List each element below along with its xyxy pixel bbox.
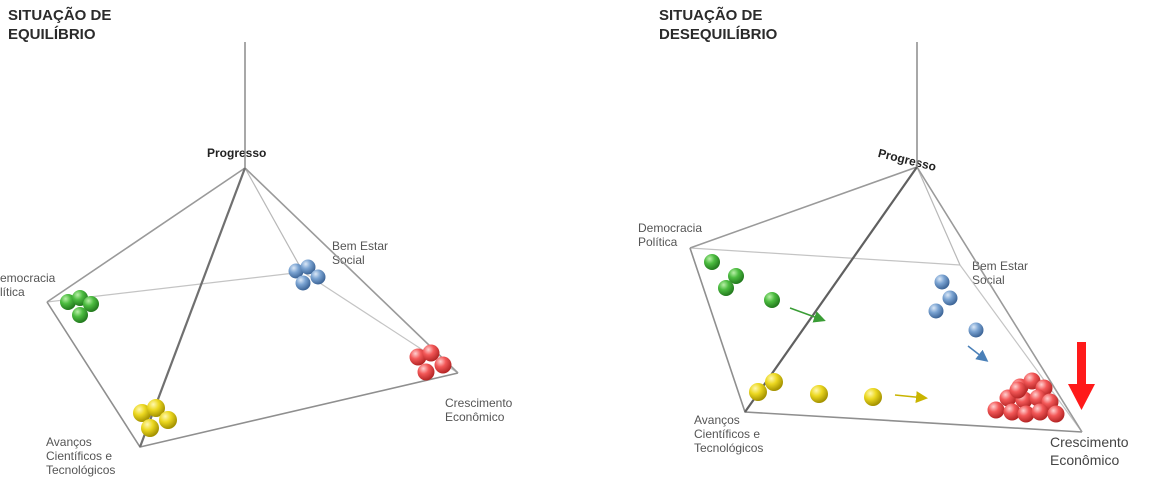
left-science-balls	[133, 399, 177, 437]
right-welfare-balls	[928, 274, 984, 338]
left-economy-label: Crescimento Econômico	[445, 396, 513, 424]
right-panel-title: SITUAÇÃO DE DESEQUILÍBRIO	[659, 7, 778, 43]
left-science-label: Avanços Científicos e Tecnológicos	[46, 435, 116, 477]
left-apex-democracy-edge	[46, 167, 246, 303]
right-democracy-balls	[704, 254, 780, 308]
right-apex-economy-edge	[916, 166, 1083, 433]
left-panel-title: SITUAÇÃO DE EQUILÍBRIO	[8, 7, 112, 43]
left-welfare-balls	[288, 259, 326, 291]
left-base-front-edges	[46, 301, 459, 448]
left-apex-label: Progresso	[207, 146, 267, 160]
left-democracy-label: emocracia lítica	[0, 271, 56, 299]
right-science-balls	[749, 373, 882, 406]
right-apex-welfare-edge	[916, 166, 961, 266]
left-economy-balls	[409, 344, 452, 381]
left-pyramid	[46, 42, 459, 448]
right-democracy-label: Democracia Política	[638, 221, 703, 249]
left-apex-economy-edge	[244, 167, 459, 374]
right-blue-arrow	[967, 345, 989, 362]
right-welfare-label: Bem Estar Social	[972, 259, 1029, 287]
right-economy-balls	[987, 372, 1065, 423]
right-apex-science-edge	[744, 166, 918, 413]
right-science-label: Avanços Científicos e Tecnológicos	[694, 413, 764, 455]
left-democracy-balls	[60, 290, 99, 323]
right-green-arrow	[789, 307, 826, 323]
right-apex-democracy-edge	[689, 166, 918, 249]
red-down-arrow-icon	[1068, 342, 1095, 410]
right-pyramid	[689, 42, 1095, 433]
right-base-back-edge	[689, 247, 961, 266]
left-apex-welfare-edge	[244, 167, 304, 273]
left-welfare-label: Bem Estar Social	[332, 239, 389, 267]
right-economy-label: Crescimento Econômico	[1050, 434, 1129, 468]
right-yellow-arrow	[894, 391, 928, 404]
right-base-back-edge-2	[959, 264, 1083, 433]
